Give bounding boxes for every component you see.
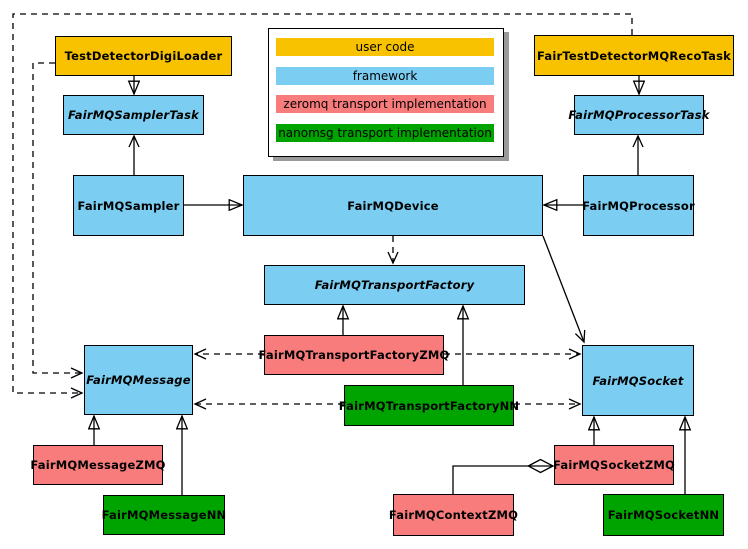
node-fair-mq-processor: FairMQProcessor [582,175,695,236]
node-fair-mq-sampler: FairMQSampler [73,175,184,236]
node-fair-mq-message-zmq: FairMQMessageZMQ [30,445,165,485]
node-fair-mq-socket-nn: FairMQSocketNN [603,494,724,536]
node-test-detector-digi-loader: TestDetectorDigiLoader [55,36,232,76]
edge-composition-contextzmq-socketzmq [452,466,553,494]
node-fair-mq-processor-task: FairMQProcessorTask [568,95,709,135]
node-fair-mq-device: FairMQDevice [243,175,543,236]
legend: user code framework zeromq transport imp… [268,28,504,157]
node-fair-mq-transport-factory-nn: FairMQTransportFactoryNN [339,385,519,426]
edge-dependency-digiloader-message [32,62,84,379]
node-fair-test-detector-mq-reco-task: FairTestDetectorMQRecoTask [534,35,734,76]
node-fair-mq-sampler-task: FairMQSamplerTask [63,95,204,135]
legend-item-user-code: user code [276,38,494,56]
legend-item-framework: framework [276,66,494,85]
node-fair-mq-message: FairMQMessage [84,345,193,415]
node-fair-mq-transport-factory-zmq: FairMQTransportFactoryZMQ [259,335,449,375]
legend-item-zeromq: zeromq transport implementation [276,95,494,114]
legend-item-nanomsg: nanomsg transport implementation [276,123,494,142]
node-fair-mq-message-nn: FairMQMessageNN [102,495,226,535]
edge-dependency-recotask-message [12,13,633,399]
node-fair-mq-context-zmq: FairMQContextZMQ [389,494,518,536]
node-fair-mq-socket-zmq: FairMQSocketZMQ [553,445,675,485]
node-fair-mq-transport-factory: FairMQTransportFactory [264,265,525,305]
node-fair-mq-socket: FairMQSocket [582,345,694,416]
edge-association-device-socket [542,235,586,344]
